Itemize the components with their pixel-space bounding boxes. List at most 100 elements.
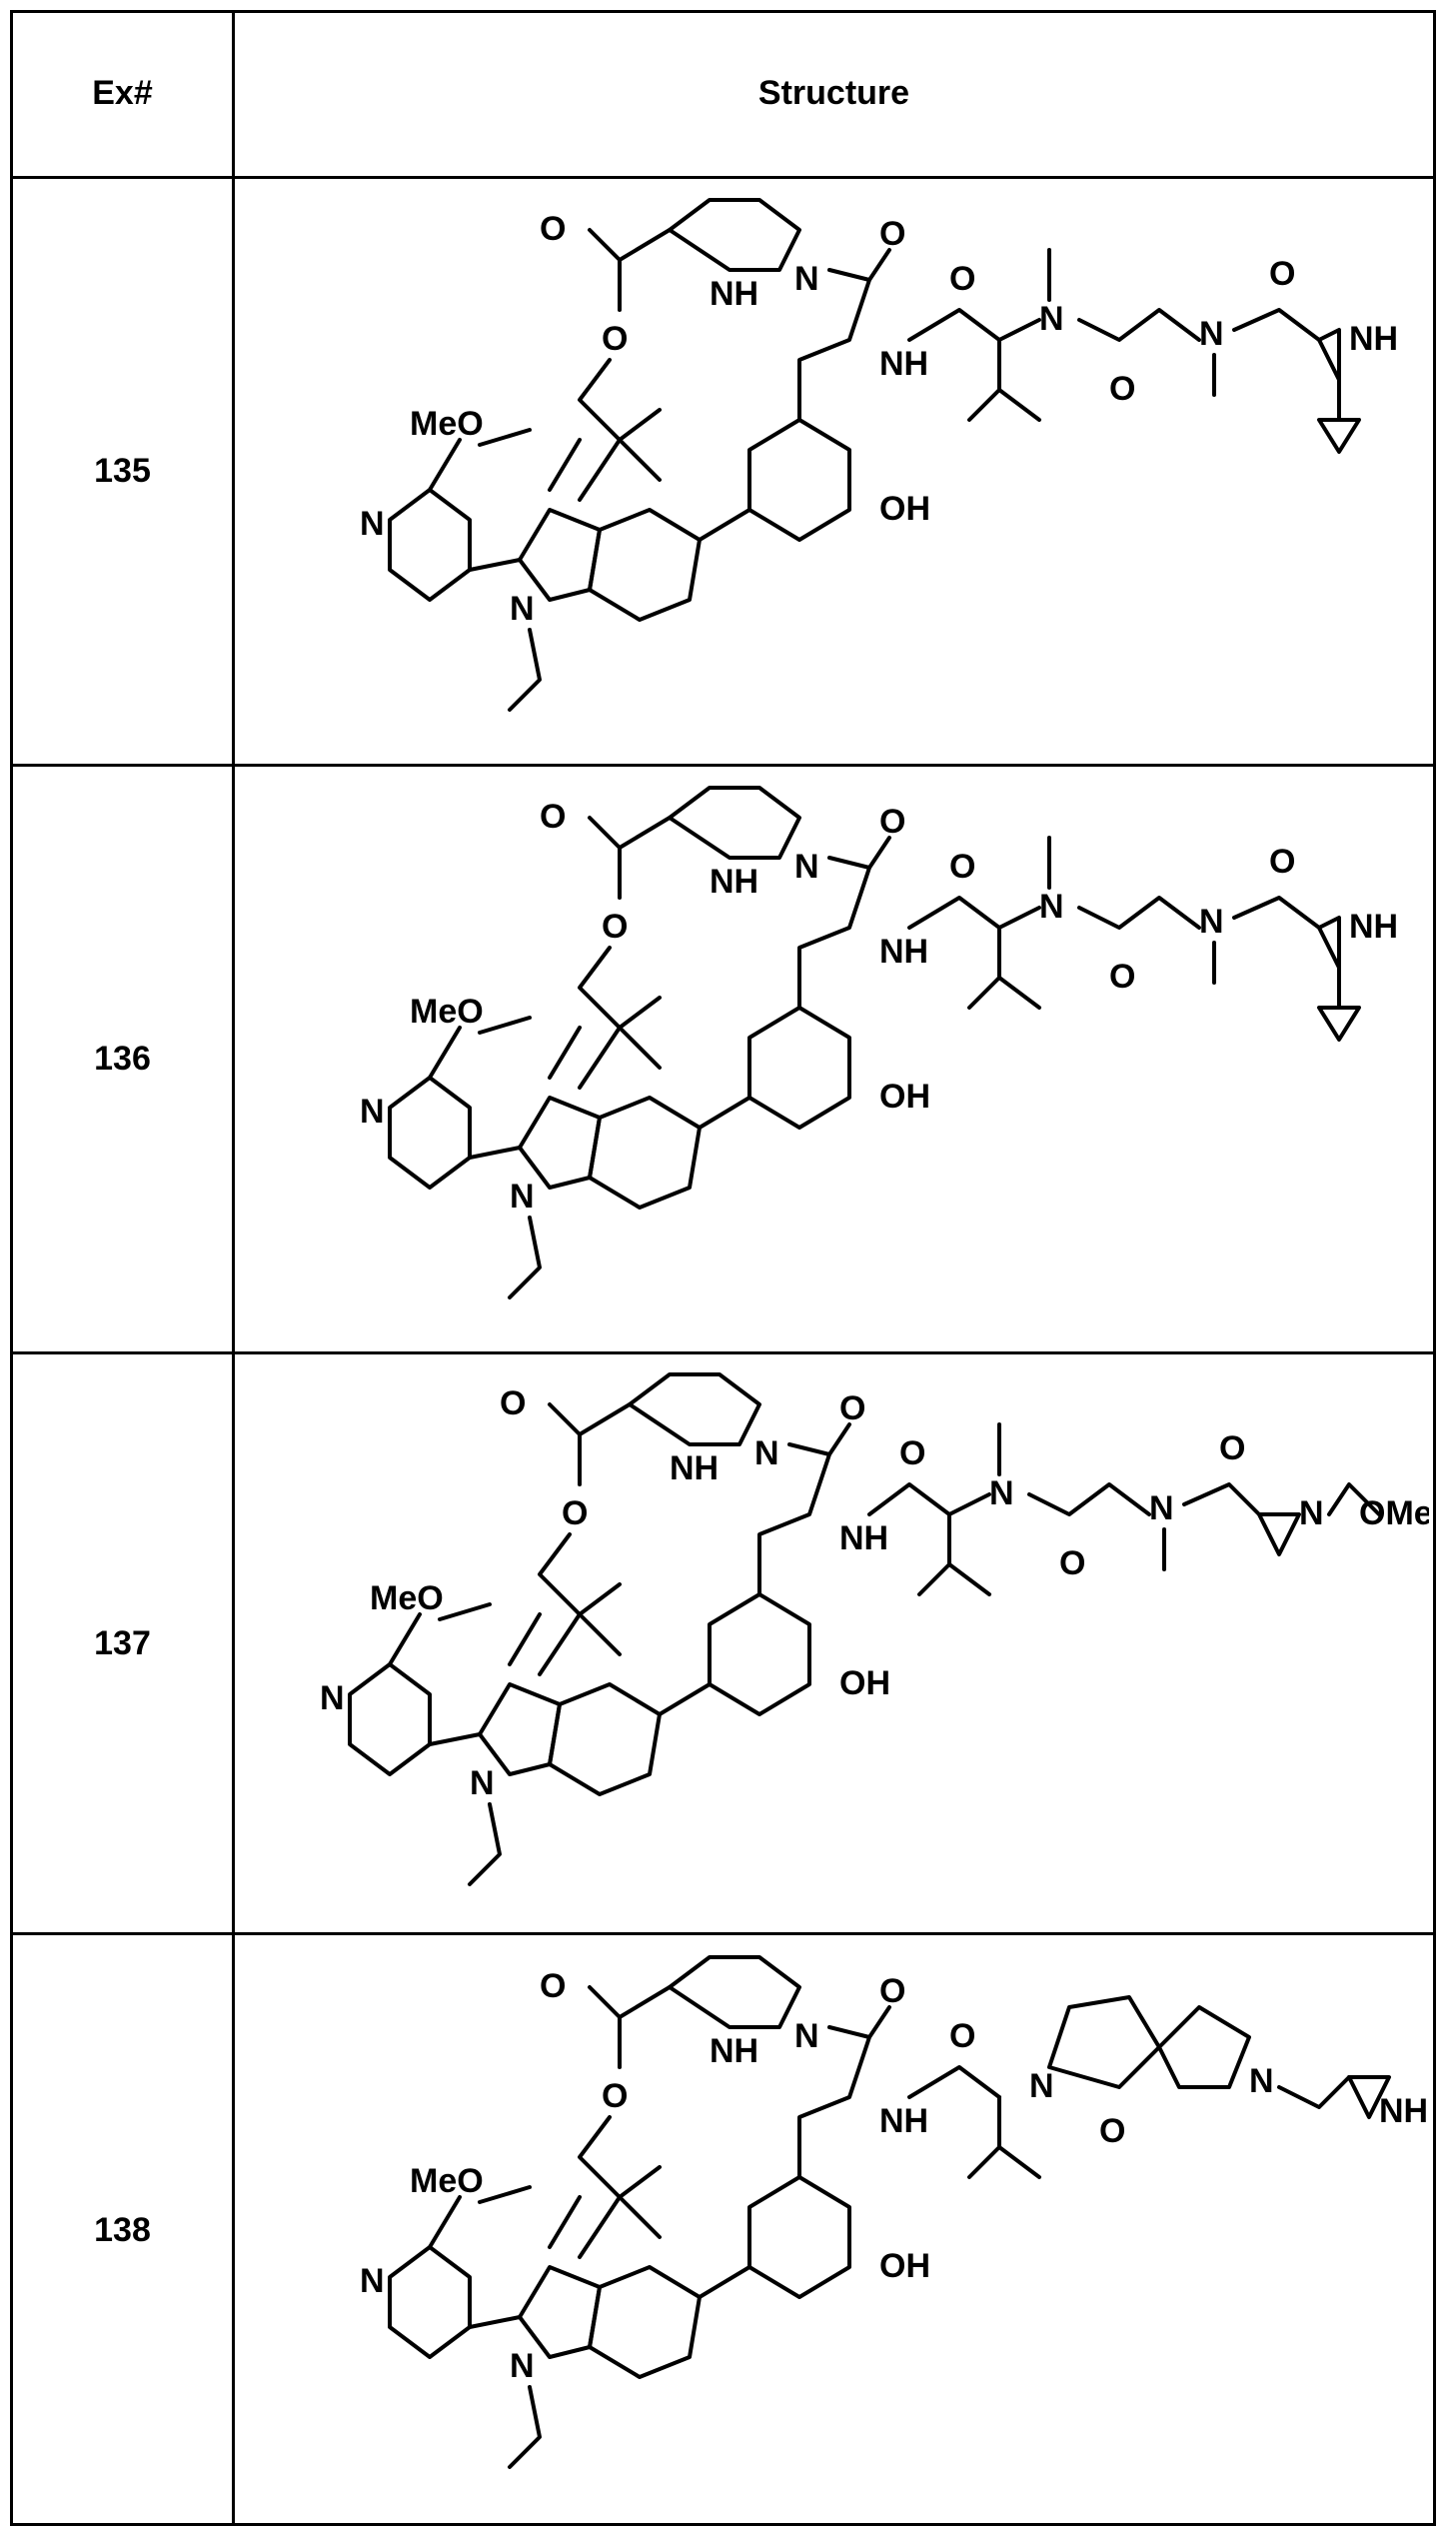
bond-line: [1319, 1008, 1359, 1040]
atom-label: MeO: [410, 2162, 484, 2200]
atom-label: O: [602, 908, 628, 946]
bond-line: [590, 510, 700, 620]
atom-label: N: [1029, 2067, 1054, 2105]
bond-line: [470, 2317, 520, 2327]
bond-line: [749, 420, 849, 540]
atom-label: O: [500, 1384, 526, 1422]
bond-line: [909, 2067, 999, 2097]
bond-line: [700, 1098, 749, 1128]
bond-line: [909, 310, 1039, 340]
bond-line: [829, 838, 889, 868]
bond-line: [580, 360, 620, 500]
atom-label: O: [1109, 958, 1135, 996]
bond-line: [660, 1684, 710, 1714]
atom-label: OH: [879, 490, 930, 528]
bond-line: [430, 2197, 460, 2247]
bond-line: [390, 2247, 470, 2357]
bond-line: [670, 788, 799, 858]
bond-line: [550, 1684, 660, 1794]
atom-label: N: [794, 260, 819, 298]
ex-number-138: 138: [13, 1935, 232, 2526]
atom-label: N: [1299, 1494, 1324, 1532]
bond-line: [949, 1564, 989, 1594]
atom-label: N: [1249, 2062, 1274, 2100]
bond-line: [520, 1098, 600, 1188]
bond-line: [480, 430, 530, 445]
atom-label: NH: [879, 2102, 928, 2140]
atom-label: OH: [879, 2247, 930, 2285]
atom-label: N: [794, 2017, 819, 2055]
atom-label: O: [879, 1972, 905, 2010]
bond-line: [620, 410, 660, 440]
bond-line: [799, 280, 869, 420]
atom-label: NH: [670, 1449, 719, 1487]
atom-label: O: [879, 215, 905, 253]
bond-line: [700, 510, 749, 540]
bond-line: [999, 390, 1039, 420]
atom-label: N: [1039, 300, 1064, 338]
bond-line: [540, 1534, 580, 1674]
ex-number-136: 136: [13, 767, 232, 1351]
atom-label: O: [540, 1967, 566, 2005]
atom-label: OMe: [1359, 1494, 1429, 1532]
bond-line: [969, 2097, 999, 2177]
bond-line: [480, 1684, 560, 1774]
atom-label: NH: [1349, 320, 1398, 358]
atom-label: O: [1099, 2112, 1125, 2150]
atom-label: NH: [839, 1519, 888, 1557]
bond-line: [1234, 898, 1319, 928]
bond-line: [630, 1374, 759, 1444]
bond-line: [670, 1957, 799, 2027]
atom-label: O: [1059, 1544, 1085, 1582]
atom-label: MeO: [410, 405, 484, 443]
structure-drawing-138: NH N O O O NH O N O: [240, 1947, 1429, 2517]
bond-line: [520, 2267, 600, 2357]
atom-label: O: [879, 803, 905, 841]
atom-label: NH: [710, 2032, 758, 2070]
atom-label: NH: [1379, 2092, 1428, 2130]
bond-line: [550, 1404, 630, 1434]
bond-line: [1319, 330, 1339, 380]
bond-line: [550, 1028, 580, 1078]
bond-line: [1319, 918, 1339, 968]
bond-line: [590, 818, 670, 848]
header-structure: Structure: [235, 10, 1433, 176]
bond-line: [620, 2167, 660, 2197]
atom-label: O: [899, 1434, 925, 1472]
bond-line: [480, 1018, 530, 1033]
atom-label: MeO: [370, 1579, 444, 1617]
bond-line: [470, 1148, 520, 1158]
atom-label: N: [1199, 903, 1224, 941]
bond-line: [620, 2197, 660, 2237]
bond-line: [919, 1514, 949, 1594]
bond-line: [1079, 310, 1199, 340]
bond-line: [430, 1734, 480, 1744]
bond-line: [390, 1614, 420, 1664]
bond-line: [1079, 898, 1199, 928]
bond-line: [440, 1604, 490, 1619]
bond-line: [430, 440, 460, 490]
atom-label: OH: [879, 1078, 930, 1116]
bond-line: [1259, 1514, 1299, 1554]
bond-line: [590, 230, 670, 260]
atom-label: MeO: [410, 993, 484, 1031]
bond-line: [550, 440, 580, 490]
macrocycle-core: NH N O O O NH O N O: [360, 788, 1398, 1297]
atom-label: N: [989, 1474, 1014, 1512]
header-ex: Ex#: [13, 10, 232, 176]
bond-line: [550, 2197, 580, 2247]
bond-line: [799, 868, 869, 1008]
atom-label: N: [360, 1093, 385, 1131]
bond-line: [510, 2387, 540, 2467]
macrocycle-core: NH N O O O NH O N: [360, 200, 1398, 710]
bond-line: [510, 1218, 540, 1297]
column-divider: [232, 10, 235, 2526]
bond-line: [789, 1424, 849, 1454]
bond-line: [390, 490, 470, 600]
atom-label: O: [562, 1494, 588, 1532]
bond-line: [1184, 1484, 1259, 1514]
bond-line: [829, 250, 889, 280]
atom-label: O: [1269, 255, 1295, 293]
ex-number-137: 137: [13, 1354, 232, 1932]
